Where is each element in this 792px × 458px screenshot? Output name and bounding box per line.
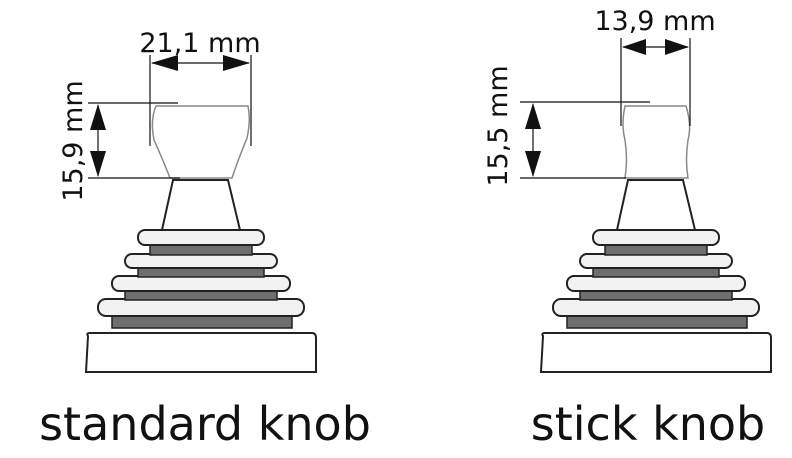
- standard-knob-caption: standard knob: [39, 397, 371, 451]
- stick-width-label: 13,9 mm: [594, 6, 715, 37]
- standard-knob-figure: 21,1 mm 15,9 mm standard knob: [39, 28, 371, 451]
- stick-knob-caption: stick knob: [531, 397, 765, 451]
- stick-boot: [540, 179, 772, 373]
- standard-knob-head: [151, 105, 251, 179]
- standard-width-dimension: 21,1 mm: [139, 28, 261, 146]
- standard-height-label: 15,9 mm: [58, 80, 89, 201]
- stick-width-dimension: 13,9 mm: [594, 6, 716, 126]
- stick-height-dimension: 15,5 mm: [483, 65, 650, 187]
- stick-knob-figure: 13,9 mm 15,5 mm stick knob: [483, 6, 772, 451]
- standard-width-label: 21,1 mm: [139, 28, 260, 59]
- stick-knob-head: [622, 105, 691, 179]
- stick-height-label: 15,5 mm: [483, 65, 514, 186]
- standard-boot: [85, 179, 317, 373]
- standard-height-dimension: 15,9 mm: [58, 80, 180, 202]
